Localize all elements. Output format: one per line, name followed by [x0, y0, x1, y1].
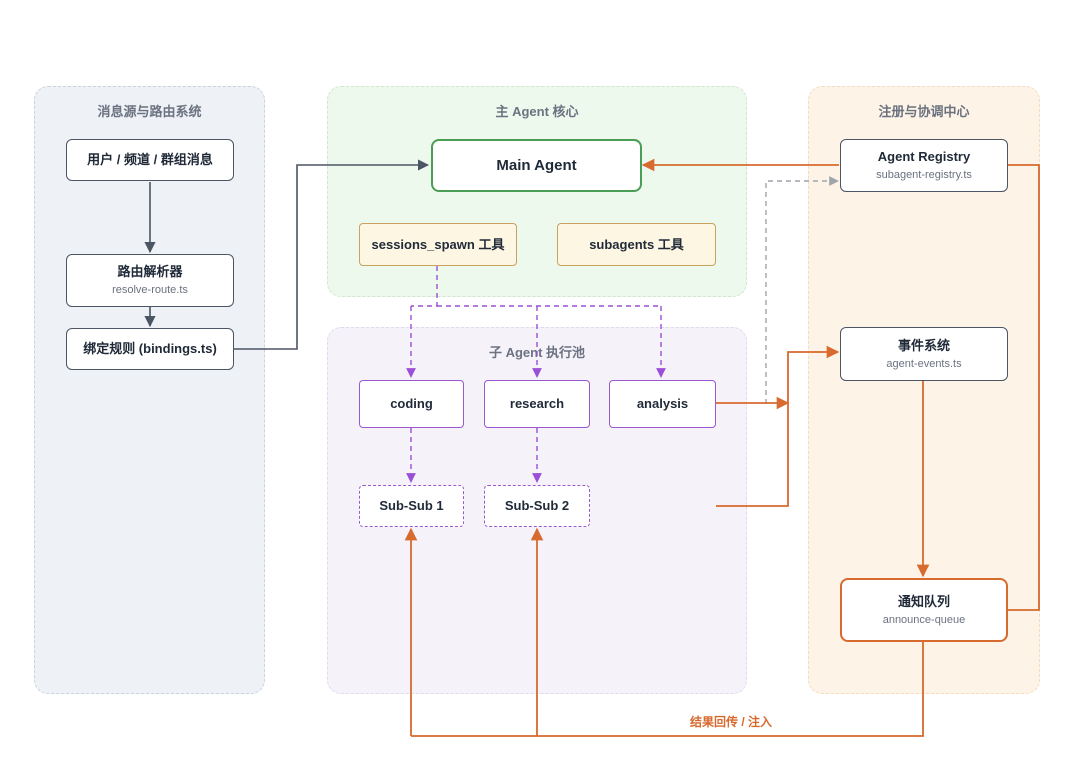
announce-queue-title: 通知队列	[897, 593, 950, 609]
edge-queue-to-registry-loop	[1008, 164, 1040, 611]
route-resolver-title: 路由解析器	[117, 264, 183, 279]
subagents-tool-title: subagents 工具	[589, 236, 684, 252]
route-resolver-file: resolve-route.ts	[112, 284, 188, 296]
user-message-node[interactable]: 用户 / 频道 / 群组消息	[66, 139, 234, 181]
edge-queue-result-bus	[411, 642, 924, 737]
subagents-tool-node[interactable]: subagents 工具	[557, 223, 716, 266]
result-return-label: 结果回传 / 注入	[690, 715, 773, 729]
research-agent-title: research	[509, 396, 565, 411]
subsub1-agent-node[interactable]: Sub-Sub 1	[359, 485, 464, 527]
research-agent-node[interactable]: research	[484, 380, 590, 428]
subsub2-agent-node[interactable]: Sub-Sub 2	[484, 485, 590, 527]
route-resolver-node[interactable]: 路由解析器 resolve-route.ts	[66, 254, 234, 307]
coding-agent-title: coding	[390, 396, 433, 411]
sessions-spawn-tool-node[interactable]: sessions_spawn 工具	[359, 223, 517, 266]
main-agent-node[interactable]: Main Agent	[431, 139, 642, 192]
agent-registry-node[interactable]: Agent Registry subagent-registry.ts	[840, 139, 1008, 192]
analysis-agent-title: analysis	[636, 396, 689, 411]
subsub1-agent-title: Sub-Sub 1	[379, 498, 444, 513]
bindings-title: 绑定规则 (bindings.ts)	[83, 341, 217, 356]
main-agent-core-panel-title: 主 Agent 核心	[495, 104, 579, 119]
announce-queue-node[interactable]: 通知队列 announce-queue	[840, 578, 1008, 642]
registry-coordination-panel-title: 注册与协调中心	[878, 104, 970, 119]
sessions-spawn-tool-title: sessions_spawn 工具	[371, 236, 505, 252]
main-agent-title: Main Agent	[496, 156, 577, 174]
announce-queue-file: announce-queue	[882, 613, 966, 626]
event-system-node[interactable]: 事件系统 agent-events.ts	[840, 327, 1008, 381]
event-system-file: agent-events.ts	[886, 357, 962, 370]
coding-agent-node[interactable]: coding	[359, 380, 464, 428]
edge-bindings-to-main	[234, 159, 430, 350]
edge-subsub-to-events	[716, 345, 840, 507]
agent-registry-file: subagent-registry.ts	[876, 169, 972, 181]
subsub2-agent-title: Sub-Sub 2	[504, 498, 570, 513]
source-routing-panel-title: 消息源与路由系统	[97, 104, 202, 119]
edge-spawn-bus	[411, 266, 661, 307]
event-system-title: 事件系统	[897, 337, 950, 353]
edge-analysis-to-registry	[765, 176, 839, 404]
analysis-agent-node[interactable]: analysis	[609, 380, 716, 428]
agent-registry-title: Agent Registry	[877, 149, 971, 164]
user-message-title: 用户 / 频道 / 群组消息	[87, 152, 213, 167]
bindings-node[interactable]: 绑定规则 (bindings.ts)	[66, 328, 234, 370]
